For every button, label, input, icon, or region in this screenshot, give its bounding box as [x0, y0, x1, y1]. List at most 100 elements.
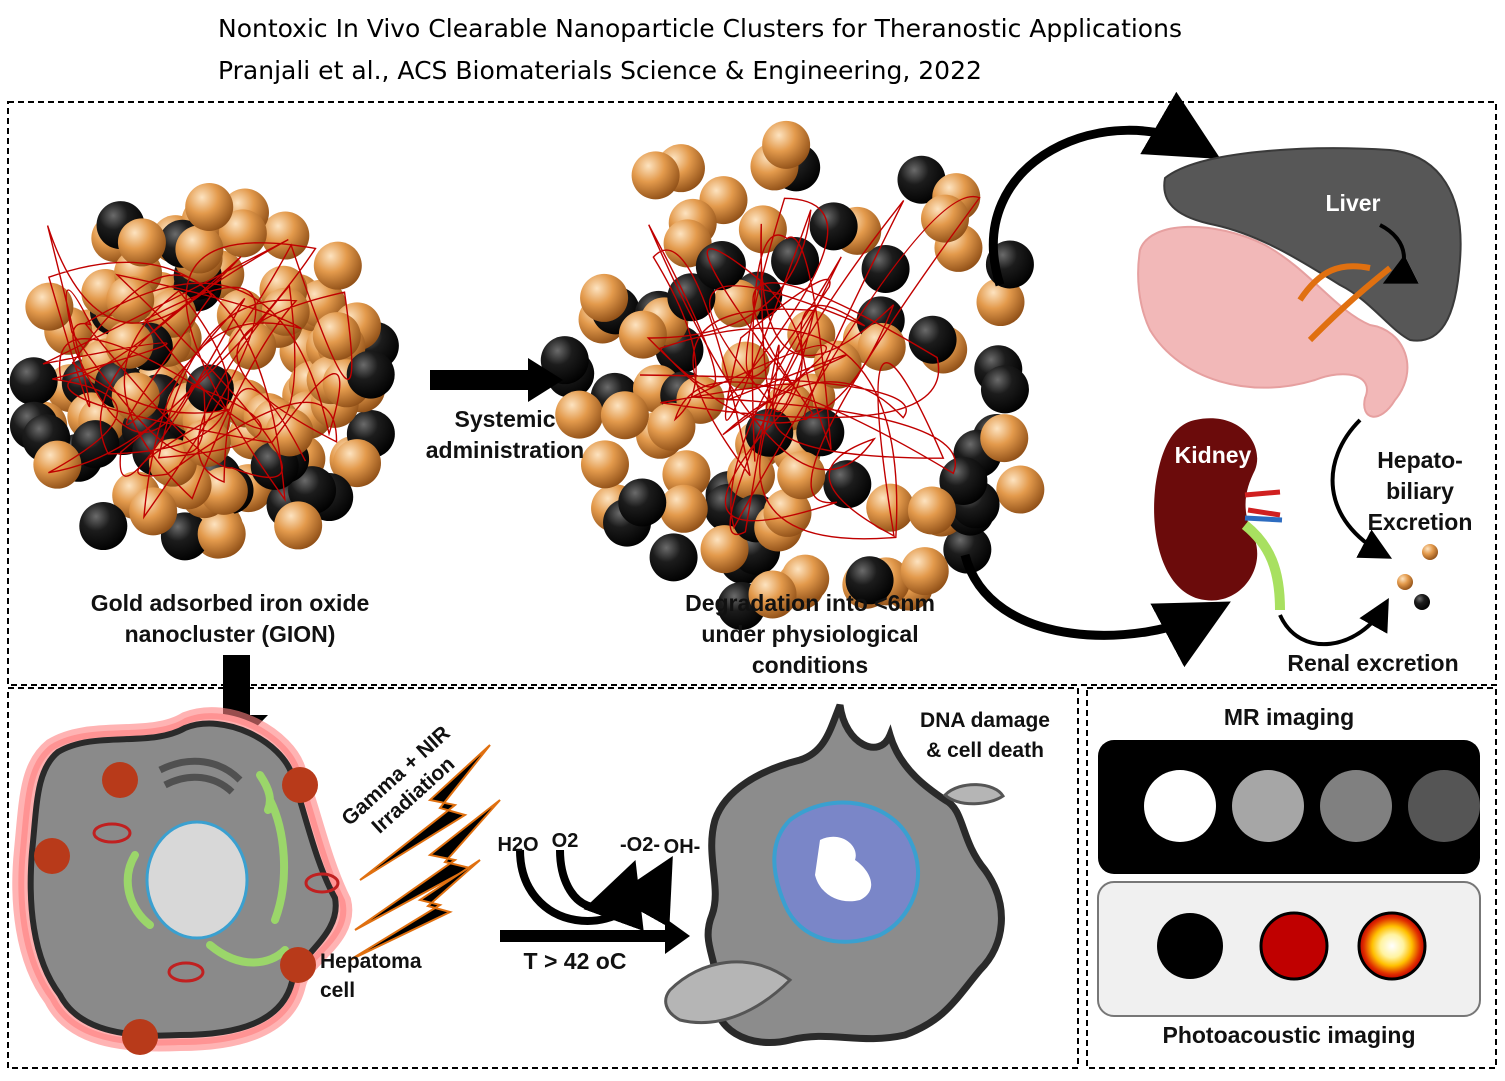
- gold-nanoparticle: [117, 218, 166, 267]
- gold-nanoparticle: [197, 509, 246, 558]
- outcome-line1: DNA damage: [920, 709, 1050, 732]
- gold-nanoparticle: [900, 547, 949, 596]
- iron-oxide-nanoparticle: [809, 202, 858, 251]
- gion-label-line1: Gold adsorbed iron oxide: [90, 590, 370, 616]
- reactant-o2: O2: [551, 830, 579, 852]
- pa-imaging-title: Photoacoustic imaging: [1162, 1022, 1416, 1048]
- gold-nanoparticle: [763, 488, 812, 537]
- gold-nanoparticle: [748, 570, 797, 619]
- excreted-gold-particle: [1397, 574, 1413, 590]
- liver-label: Liver: [1325, 190, 1381, 216]
- gold-nanoparticle: [199, 466, 248, 515]
- gold-nanoparticle: [580, 273, 629, 322]
- gold-nanoparticle: [659, 484, 708, 533]
- bound-nanocluster: [282, 767, 318, 803]
- mr-phantom-2: [1232, 770, 1304, 842]
- mitochondria-green: [123, 771, 289, 967]
- iron-oxide-nanoparticle: [346, 350, 395, 399]
- iron-oxide-nanoparticle: [9, 357, 58, 406]
- gold-nanoparticle: [111, 372, 160, 421]
- gold-nanoparticle: [976, 278, 1025, 327]
- temperature-label: T > 42 oC: [523, 948, 627, 974]
- systemic-label-line1: Systemic: [454, 406, 556, 432]
- renal-excretion-label: Renal excretion: [1287, 650, 1459, 676]
- gold-nanoparticle: [332, 439, 381, 488]
- hepatoma-label: Hepatoma cell: [320, 947, 430, 1005]
- degradation-line2: under physiological: [701, 621, 919, 647]
- hepatoma-line1: Hepatoma: [320, 950, 422, 973]
- gold-nanoparticle: [921, 194, 970, 243]
- golgi: [158, 757, 243, 795]
- mr-imaging-title: MR imaging: [1223, 704, 1355, 730]
- gold-nanoparticle: [129, 487, 178, 536]
- stomach-shape: [1137, 225, 1409, 418]
- gold-nanoparticle: [618, 310, 667, 359]
- ureter: [1241, 521, 1285, 611]
- heat-arrow: [500, 918, 690, 954]
- irradiation-bolt: [359, 744, 491, 881]
- gold-nanoparticle: [312, 312, 361, 361]
- hepatobiliary-label: Hepato- biliary Excretion: [1350, 445, 1490, 538]
- mr-phantom-3: [1320, 770, 1392, 842]
- gold-nanoparticle: [261, 211, 310, 260]
- gold-nanoparticle: [857, 322, 906, 371]
- apoptotic-bleb: [942, 783, 1005, 806]
- bound-nanocluster: [102, 762, 138, 798]
- gold-nanoparticle: [185, 182, 234, 231]
- polymer-strands: [639, 195, 981, 540]
- irradiation-bolt: [354, 799, 501, 931]
- renal-vein: [1244, 515, 1283, 523]
- gold-nanoparticle: [631, 151, 680, 200]
- systemic-administration-arrow: [430, 358, 563, 402]
- gold-nanoparticle: [228, 321, 277, 370]
- kidney-label: Kidney: [1174, 442, 1252, 468]
- reactant-h2o: H2O: [497, 834, 539, 856]
- gold-nanoparticle: [738, 205, 787, 254]
- hepatobiliary-line1: Hepato-: [1377, 447, 1463, 473]
- iron-oxide-nanoparticle: [540, 336, 589, 385]
- gion-nanocluster: [9, 182, 399, 561]
- hepatobiliary-arrow: [1379, 223, 1419, 284]
- kidney-shape: [1154, 418, 1258, 601]
- pa-phantom-red: [1259, 911, 1329, 981]
- gold-nanoparticle: [647, 402, 696, 451]
- mitochondrion-red: [167, 961, 205, 983]
- iron-oxide-nanoparticle: [845, 556, 894, 605]
- systemic-administration-label: Systemic administration: [410, 404, 600, 466]
- gallbladder-ducts: [1297, 263, 1392, 343]
- iron-oxide-nanoparticle: [618, 478, 667, 527]
- reaction-curve-h2o: [516, 849, 673, 928]
- degradation-line3: conditions: [751, 652, 869, 678]
- gold-nanoparticle: [274, 501, 323, 550]
- mr-phantom-row: [1144, 770, 1480, 842]
- mitochondrion-red: [304, 872, 340, 894]
- systemic-label-line2: administration: [425, 437, 585, 463]
- apoptotic-bleb: [664, 960, 793, 1025]
- bound-nanocluster: [280, 947, 316, 983]
- bound-nanocluster: [122, 1019, 158, 1055]
- gold-nanoparticle: [600, 391, 649, 440]
- reaction-curve-o2: [556, 849, 644, 932]
- degradation-line1: Degradation into <6nm: [685, 590, 935, 616]
- hepatoma-line2: cell: [320, 979, 356, 1002]
- iron-oxide-nanoparticle: [980, 365, 1029, 414]
- mitochondrion-red: [92, 822, 132, 844]
- excreted-gold-particle: [1422, 544, 1438, 560]
- therapy-panel-frame: [7, 687, 1079, 1069]
- gold-nanoparticle: [980, 414, 1029, 463]
- gold-nanoparticle: [762, 120, 811, 169]
- gold-nanoparticle: [555, 390, 604, 439]
- diagram-title: Nontoxic In Vivo Clearable Nanoparticle …: [218, 14, 1182, 43]
- gold-nanoparticle: [580, 440, 629, 489]
- iron-oxide-nanoparticle: [823, 460, 872, 509]
- gold-nanoparticle: [25, 282, 74, 331]
- gold-nanoparticle: [726, 451, 775, 500]
- gion-label-line2: nanocluster (GION): [124, 621, 336, 647]
- liver-shape: [1163, 147, 1462, 342]
- arrow-to-kidney: [960, 553, 1231, 668]
- iron-oxide-nanoparticle: [771, 236, 820, 285]
- mr-phantom-4: [1408, 770, 1480, 842]
- renal-excretion-arrow: [1278, 598, 1389, 647]
- iron-oxide-nanoparticle: [908, 315, 957, 364]
